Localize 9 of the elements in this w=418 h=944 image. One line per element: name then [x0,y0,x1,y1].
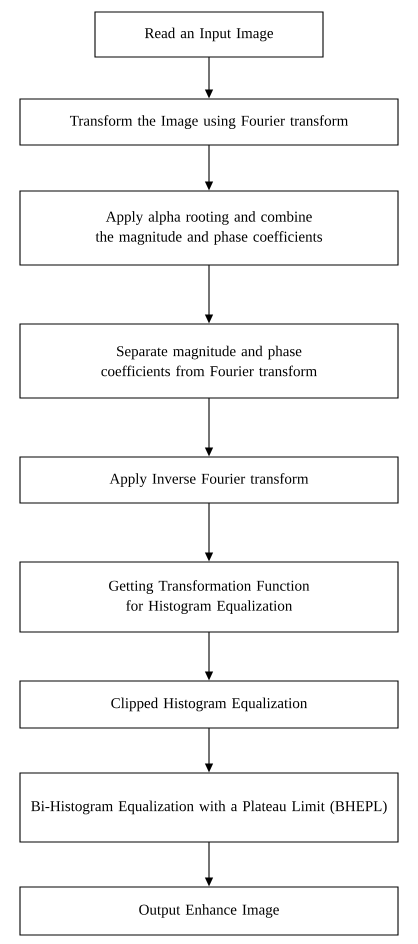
process-box: Apply alpha rooting and combine the magnitude and phase coefficients [19,190,399,266]
process-box: Transform the Image using Fourier transform [19,98,399,146]
process-box: Read an Input Image [94,11,324,58]
process-box: Apply Inverse Fourier transform [19,456,399,504]
process-box: Output Enhance Image [19,886,399,936]
process-box: Getting Transformation Function for Histogram Equalization [19,561,399,633]
process-box: Bi-Histogram Equalization with a Plateau Limit (BHEPL) [19,772,399,843]
process-box: Separate magnitude and phase coefficients from Fourier transform [19,323,399,399]
process-box: Clipped Histogram Equalization [19,680,399,729]
